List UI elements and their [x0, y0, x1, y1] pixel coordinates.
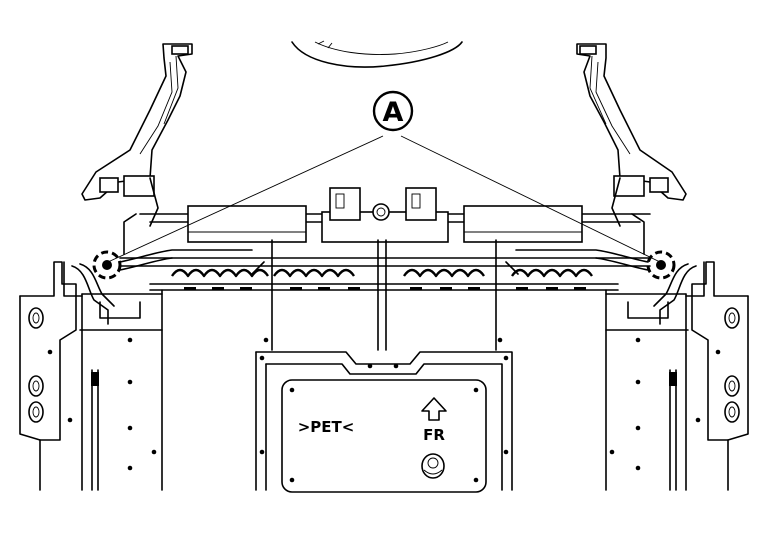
- callout-leader-right: [400, 135, 661, 263]
- harness-clip-row: [119, 257, 651, 291]
- forward-direction-label: FR: [423, 426, 445, 444]
- callout-marker-left: [92, 250, 122, 280]
- callout-letter: A: [383, 97, 404, 128]
- material-marking: >PET<: [298, 418, 355, 436]
- left-bracket-arm: [81, 43, 193, 227]
- callout-bubble: [372, 90, 414, 132]
- center-cover-panel: >PET< FR: [255, 351, 513, 493]
- battery-body: [79, 239, 689, 491]
- right-side-plate: [653, 261, 749, 491]
- callout-marker-right: [646, 250, 676, 280]
- left-side-plate: [19, 261, 115, 491]
- callout-leader-left: [107, 135, 384, 263]
- callout-a-group: A: [92, 90, 676, 280]
- top-cable-loop: [291, 41, 463, 68]
- side-harness-lines: [119, 213, 649, 271]
- upper-connector-rail: [139, 187, 651, 243]
- forward-arrow-icon: [421, 397, 447, 421]
- right-bracket-arm: [576, 43, 687, 227]
